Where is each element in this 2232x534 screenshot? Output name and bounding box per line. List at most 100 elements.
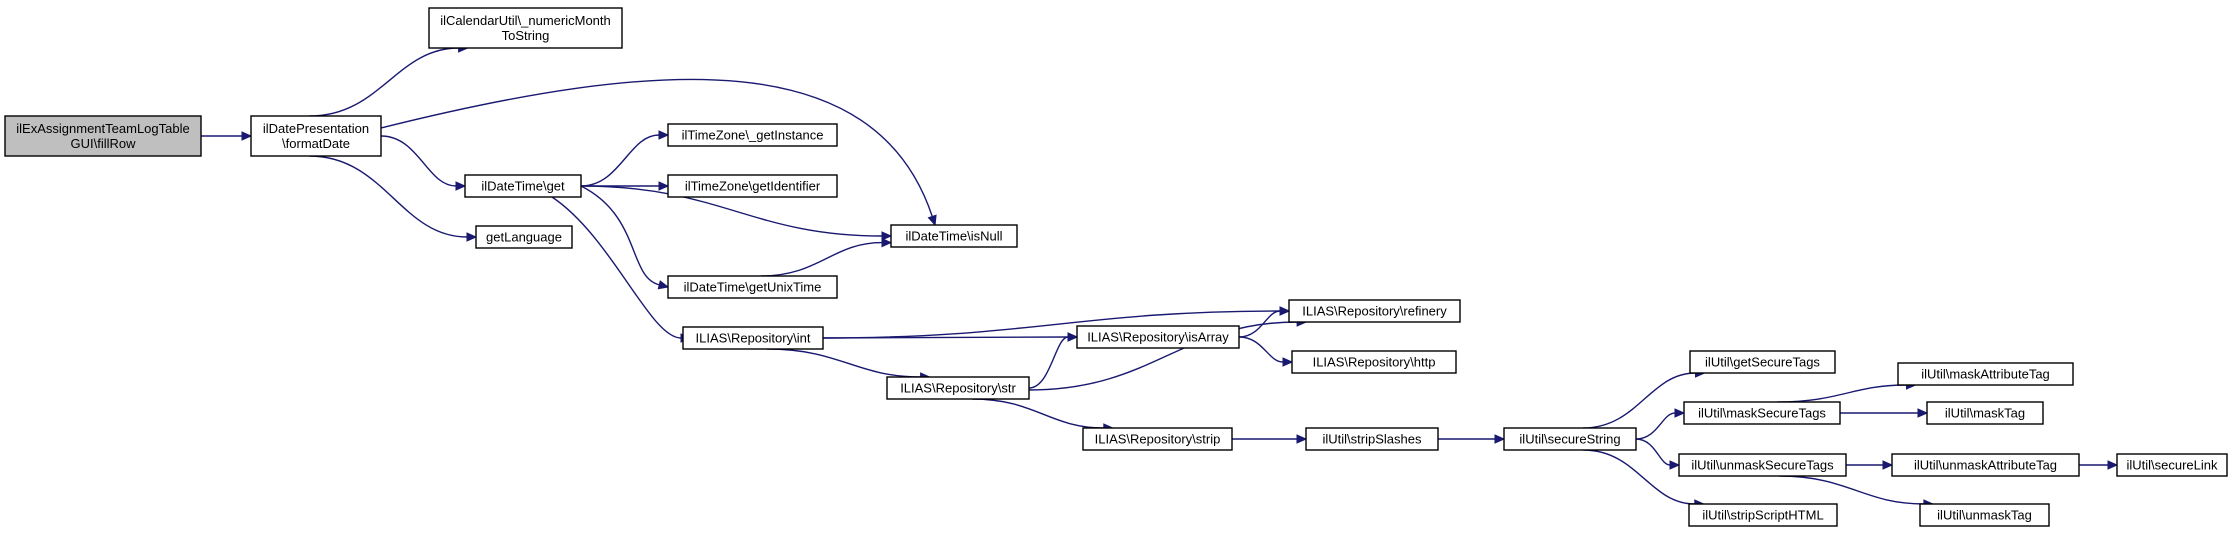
edge-util-unmaskattrtag-to-util-securelink <box>2079 460 2119 470</box>
node-box <box>464 174 582 198</box>
node-box <box>1891 453 2080 477</box>
node-box <box>667 174 838 198</box>
node-label: ILIAS\Repository\http <box>1313 355 1436 370</box>
edge-repo-str-to-repo-strip <box>972 398 1115 433</box>
node-repo-isarray[interactable]: ILIAS\Repository\isArray <box>1076 325 1240 349</box>
node-util-masktag[interactable]: ilUtil\maskTag <box>1926 401 2044 425</box>
node-label: ilUtil\unmaskSecureTags <box>1691 458 1834 473</box>
edge-root-to-dp-format <box>201 131 253 141</box>
edge-repo-isarray-to-repo-http <box>1238 336 1294 367</box>
node-label: ilUtil\unmaskTag <box>1937 508 2032 523</box>
node-label: ilUtil\unmaskAttributeTag <box>1914 458 2057 473</box>
node-label: ilExAssignmentTeamLogTable <box>16 121 189 136</box>
node-label: ilUtil\maskTag <box>1945 406 2025 421</box>
node-box <box>1678 453 1847 477</box>
edge-dp-format-to-cal-numeric <box>309 43 469 117</box>
node-dp-format[interactable]: ilDatePresentation\formatDate <box>250 115 382 157</box>
node-util-securelink[interactable]: ilUtil\secureLink <box>2116 453 2228 477</box>
edge-dt-get-to-tz-getinst <box>580 130 670 187</box>
node-repo-strip[interactable]: ILIAS\Repository\strip <box>1082 427 1233 451</box>
node-box <box>428 7 623 49</box>
node-label: ilDateTime\get <box>481 179 565 194</box>
node-util-securestring[interactable]: ilUtil\secureString <box>1503 427 1637 451</box>
node-dt-unix[interactable]: ilDateTime\getUnixTime <box>667 275 838 299</box>
node-box <box>1305 427 1439 451</box>
node-box <box>1288 299 1461 323</box>
edge-util-masksecuretags-to-util-maskattrtag <box>1777 380 1917 403</box>
node-label: ilTimeZone\_getInstance <box>682 128 824 143</box>
node-util-unmaskattrtag[interactable]: ilUtil\unmaskAttributeTag <box>1891 453 2080 477</box>
node-label: GUI\fillRow <box>70 136 136 151</box>
node-box <box>1683 401 1841 425</box>
node-label: ilUtil\getSecureTags <box>1705 355 1820 370</box>
node-box <box>1919 503 2050 527</box>
node-box <box>2116 453 2228 477</box>
edge-dt-get-to-repo-int <box>551 196 692 343</box>
node-box <box>475 225 573 249</box>
node-box <box>667 275 838 299</box>
edge-dt-get-to-dt-isnull <box>580 185 893 241</box>
edge-dt-get-to-dt-unix <box>580 185 670 290</box>
node-box <box>1926 401 2044 425</box>
node-box <box>682 326 824 350</box>
node-dt-isnull[interactable]: ilDateTime\isNull <box>890 224 1018 248</box>
node-label: \formatDate <box>282 136 350 151</box>
node-box <box>250 115 382 157</box>
node-label: ilTimeZone\getIdentifier <box>685 179 821 194</box>
node-label: ilUtil\secureString <box>1519 432 1620 447</box>
edge-repo-str-to-repo-isarray <box>1028 332 1079 389</box>
node-label: ilUtil\maskSecureTags <box>1698 406 1826 421</box>
node-util-masksecuretags[interactable]: ilUtil\maskSecureTags <box>1683 401 1841 425</box>
node-label: ToString <box>502 28 550 43</box>
node-box <box>1503 427 1637 451</box>
edge-repo-int-to-repo-str <box>766 348 931 382</box>
edge-util-securestring-to-util-unmasksecuretags <box>1635 438 1681 470</box>
node-label: getLanguage <box>486 230 562 245</box>
node-label: ILIAS\Repository\isArray <box>1087 330 1229 345</box>
node-box <box>1688 503 1838 527</box>
node-label: ilDateTime\isNull <box>905 229 1002 244</box>
node-box <box>4 115 202 157</box>
node-repo-int[interactable]: ILIAS\Repository\int <box>682 326 824 350</box>
edge-util-unmasksecuretags-to-util-unmaskattrtag <box>1846 460 1894 470</box>
node-dt-get[interactable]: ilDateTime\get <box>464 174 582 198</box>
node-util-unmasktag[interactable]: ilUtil\unmaskTag <box>1919 503 2050 527</box>
node-util-maskattrtag[interactable]: ilUtil\maskAttributeTag <box>1897 362 2074 386</box>
node-label: ilUtil\secureLink <box>2126 458 2218 473</box>
node-util-getsecuretags[interactable]: ilUtil\getSecureTags <box>1689 350 1836 374</box>
edge-dt-unix-to-dt-isnull <box>760 237 893 277</box>
node-tz-getid[interactable]: ilTimeZone\getIdentifier <box>667 174 838 198</box>
node-label: ILIAS\Repository\str <box>900 381 1016 396</box>
node-label: ILIAS\Repository\strip <box>1095 432 1221 447</box>
node-label: ILIAS\Repository\int <box>696 331 811 346</box>
node-box <box>667 123 838 147</box>
node-util-stripslashes[interactable]: ilUtil\stripSlashes <box>1305 427 1439 451</box>
node-box <box>890 224 1018 248</box>
edge-util-securestring-to-util-masksecuretags <box>1635 408 1686 440</box>
node-label: ilUtil\stripScriptHTML <box>1702 508 1823 523</box>
node-get-lang[interactable]: getLanguage <box>475 225 573 249</box>
edge-repo-strip-to-util-stripslashes <box>1232 434 1308 444</box>
node-box <box>1291 350 1457 374</box>
node-label: ilCalendarUtil\_numericMonth <box>440 13 611 28</box>
edge-dp-format-to-dt-isnull <box>380 78 937 227</box>
node-util-stripscripthtml[interactable]: ilUtil\stripScriptHTML <box>1688 503 1838 527</box>
node-repo-refinery[interactable]: ILIAS\Repository\refinery <box>1288 299 1461 323</box>
node-box <box>1076 325 1240 349</box>
node-label: ilDateTime\getUnixTime <box>684 280 822 295</box>
node-util-unmasksecuretags[interactable]: ilUtil\unmaskSecureTags <box>1678 453 1847 477</box>
node-box <box>886 376 1030 400</box>
edge-dp-format-to-get-lang <box>309 155 478 242</box>
node-box <box>1082 427 1233 451</box>
node-box <box>1689 350 1836 374</box>
node-repo-http[interactable]: ILIAS\Repository\http <box>1291 350 1457 374</box>
node-label: ILIAS\Repository\refinery <box>1302 304 1447 319</box>
edge-util-stripslashes-to-util-securestring <box>1438 434 1506 444</box>
edge-dp-format-to-dt-get <box>380 135 467 191</box>
node-repo-str[interactable]: ILIAS\Repository\str <box>886 376 1030 400</box>
node-label: ilUtil\maskAttributeTag <box>1921 367 2050 382</box>
node-tz-getinst[interactable]: ilTimeZone\_getInstance <box>667 123 838 147</box>
node-label: ilDatePresentation <box>263 121 369 136</box>
